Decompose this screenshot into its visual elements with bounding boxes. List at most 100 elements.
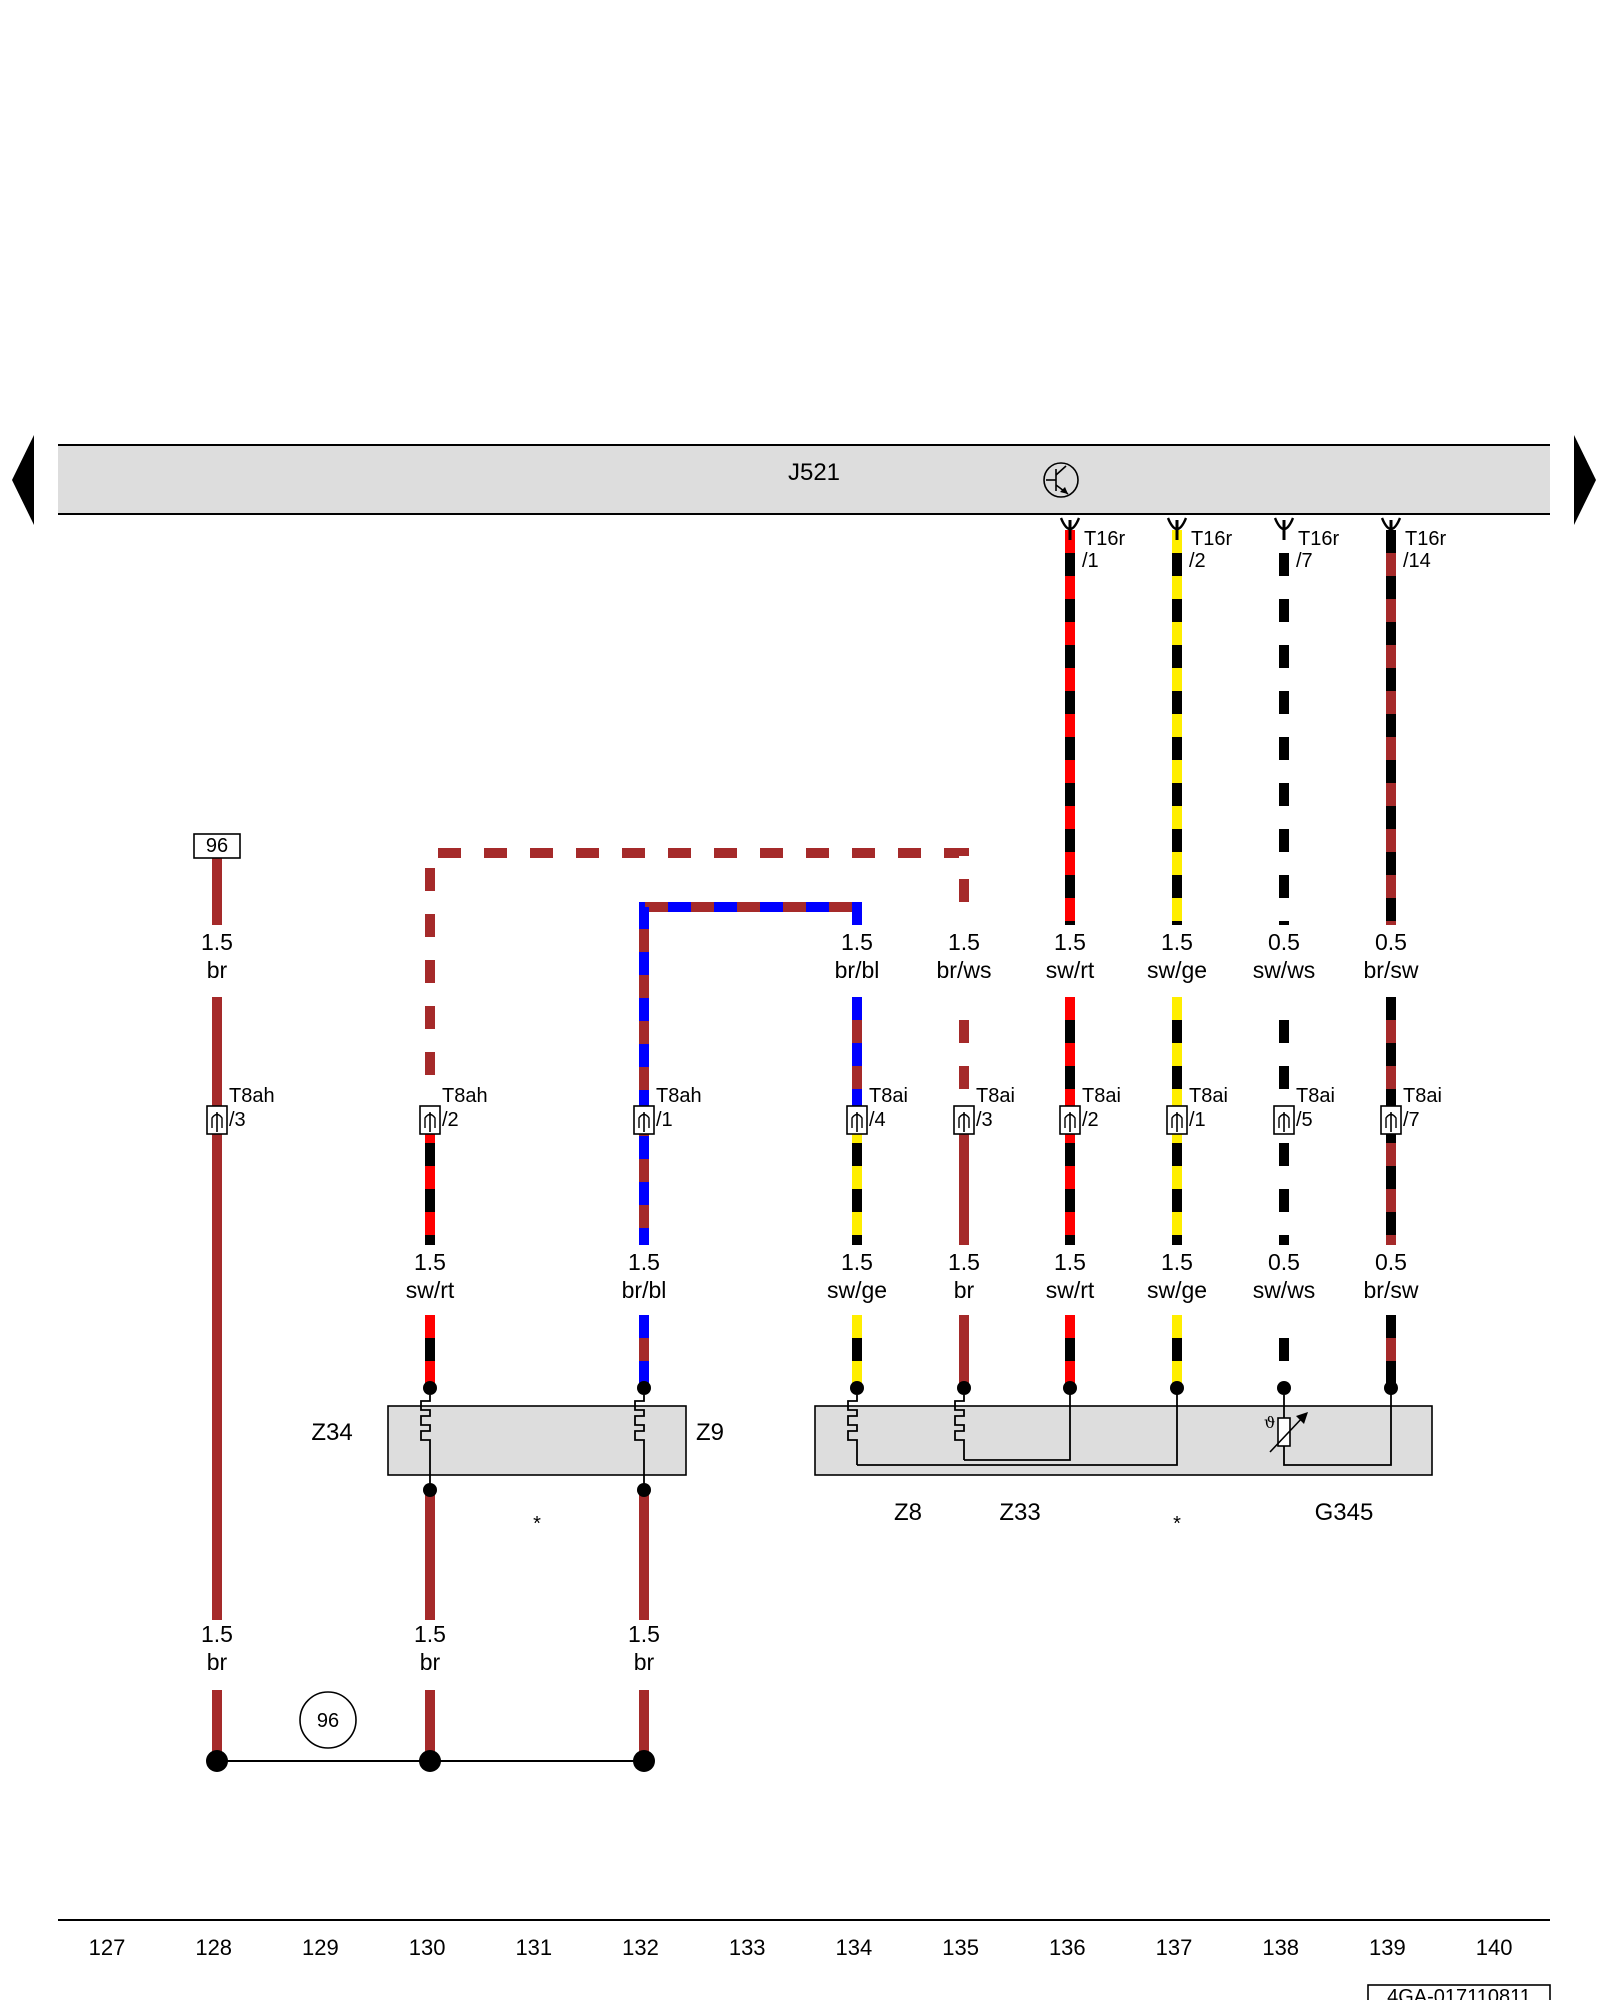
- wire-size: 1.5: [1161, 1249, 1193, 1275]
- wire-size: 1.5: [1161, 929, 1193, 955]
- grid-number: 132: [622, 1935, 659, 1960]
- component-z33-label: Z33: [999, 1499, 1040, 1526]
- connector-name: T8ah: [229, 1085, 275, 1107]
- z8-return-path: [857, 1388, 1178, 1466]
- thermistor-icon: ϑ: [1264, 1388, 1392, 1466]
- wire-135-130-routed: [425, 848, 969, 1082]
- wire-color: br: [207, 957, 228, 983]
- wire-size: 1.5: [414, 1621, 446, 1647]
- wire-color: sw/rt: [1046, 1277, 1095, 1303]
- wire-size: 1.5: [841, 929, 873, 955]
- document-id-box: [1367, 1984, 1551, 2000]
- wire-label-w128-a: 1.5br: [201, 929, 233, 983]
- wire-label-w132-c: 1.5br: [628, 1621, 660, 1675]
- wire-size: 1.5: [201, 929, 233, 955]
- connector-name: T8ai: [869, 1085, 908, 1107]
- grid-number: 136: [1049, 1935, 1086, 1960]
- connector-t8ai-5: T8ai/5: [1273, 1085, 1335, 1135]
- terminal-134: [850, 1381, 864, 1395]
- terminal-135: [957, 1381, 971, 1395]
- connector-t8ai-4: T8ai/4: [846, 1085, 908, 1135]
- wire-size: 0.5: [1375, 929, 1407, 955]
- grid-number: 133: [729, 1935, 766, 1960]
- connector-t16r-14: T16r/14: [1380, 517, 1446, 572]
- connector-pin: /2: [1082, 1109, 1099, 1131]
- wire-size: 1.5: [948, 1249, 980, 1275]
- wire-size: 1.5: [948, 929, 980, 955]
- connector-pin: /1: [1082, 550, 1099, 572]
- nav-next-arrow-icon[interactable]: [1574, 435, 1596, 525]
- component-internals: ϑ: [420, 1381, 1398, 1497]
- component-z34-label: Z34: [311, 1419, 352, 1446]
- connector-pin: /7: [1296, 550, 1313, 572]
- connector-name: T16r: [1405, 528, 1446, 550]
- wire-size: 1.5: [841, 1249, 873, 1275]
- component-z8-label: Z8: [894, 1499, 922, 1526]
- wire-label-w135-a: 1.5br/ws: [937, 929, 992, 983]
- wire-color: br: [954, 1277, 975, 1303]
- connector-name: T8ai: [1296, 1085, 1335, 1107]
- connector-name: T8ai: [1403, 1085, 1442, 1107]
- wire-134-132-routed: [639, 902, 862, 1245]
- connector-t16r-2: T16r/2: [1166, 517, 1232, 572]
- wire-size: 1.5: [414, 1249, 446, 1275]
- connector-t16r-7: T16r/7: [1273, 517, 1339, 572]
- wire-label-w139-b: 0.5br/sw: [1364, 1249, 1419, 1303]
- connector-name: T16r: [1191, 528, 1232, 550]
- ground-junction-130: [419, 1750, 441, 1772]
- grid-number: 131: [515, 1935, 552, 1960]
- transistor-icon: [1043, 462, 1079, 498]
- asterisk-left: *: [533, 1513, 541, 1535]
- wire-color: sw/ge: [1147, 1277, 1207, 1303]
- wire-label-w136-a: 1.5sw/rt: [1046, 929, 1095, 983]
- connector-pin: /2: [1189, 550, 1206, 572]
- connector-t16r-1: T16r/1: [1059, 517, 1125, 572]
- wire-color: br: [634, 1649, 655, 1675]
- z34-heater-symbol: [420, 1395, 431, 1490]
- asterisk-right: *: [1173, 1513, 1181, 1535]
- wire-size: 1.5: [628, 1621, 660, 1647]
- wire-color: sw/ge: [1147, 957, 1207, 983]
- nav-prev-arrow-icon[interactable]: [12, 435, 34, 525]
- reference-box-label: 96: [206, 835, 228, 857]
- connector-t8ah-3: T8ah/3: [206, 1085, 275, 1135]
- grid-number: 129: [302, 1935, 339, 1960]
- wire-label-w134-a: 1.5br/bl: [835, 929, 880, 983]
- z33-return-path: [964, 1388, 1071, 1461]
- wire-label-w139-a: 0.5br/sw: [1364, 929, 1419, 983]
- wire-size: 1.5: [201, 1621, 233, 1647]
- z9-terminal-top: [637, 1381, 651, 1395]
- wire-label-w135-b: 1.5br: [948, 1249, 980, 1303]
- wire-color: br/bl: [835, 957, 880, 983]
- ground-junction-128: [206, 1750, 228, 1772]
- ground-point-circle: [299, 1691, 357, 1749]
- wire-label-w134-b: 1.5sw/ge: [827, 1249, 887, 1303]
- wire-size: 0.5: [1375, 1249, 1407, 1275]
- reference-box: [193, 833, 241, 859]
- connector-t8ah-1: T8ah/1: [633, 1085, 702, 1135]
- connector-pin: /7: [1403, 1109, 1420, 1131]
- connector-pin: /2: [442, 1109, 459, 1131]
- ground-junction-132: [633, 1750, 655, 1772]
- wire-color: br/sw: [1364, 1277, 1419, 1303]
- grid-number: 128: [195, 1935, 232, 1960]
- z8-heater-symbol: [847, 1395, 858, 1465]
- grid-number: 138: [1262, 1935, 1299, 1960]
- wire-label-w130-b: 1.5sw/rt: [406, 1249, 455, 1303]
- grid-number: 134: [836, 1935, 873, 1960]
- connector-name: T8ai: [1189, 1085, 1228, 1107]
- connector-name: T8ah: [442, 1085, 488, 1107]
- connector-pin: /4: [869, 1109, 886, 1131]
- grid-number: 135: [942, 1935, 979, 1960]
- connector-pin: /1: [1189, 1109, 1206, 1131]
- wire-label-w137-b: 1.5sw/ge: [1147, 1249, 1207, 1303]
- wire-color: br: [207, 1649, 228, 1675]
- wire-label-w138-a: 0.5sw/ws: [1253, 929, 1316, 983]
- connector-t8ai-3: T8ai/3: [953, 1085, 1015, 1135]
- control-unit-housing: [58, 445, 1550, 513]
- grid-number: 137: [1156, 1935, 1193, 1960]
- wire-color: sw/ge: [827, 1277, 887, 1303]
- grid-number: 127: [89, 1935, 126, 1960]
- wire-label-w132-b: 1.5br/bl: [622, 1249, 667, 1303]
- wire-label-w138-b: 0.5sw/ws: [1253, 1249, 1316, 1303]
